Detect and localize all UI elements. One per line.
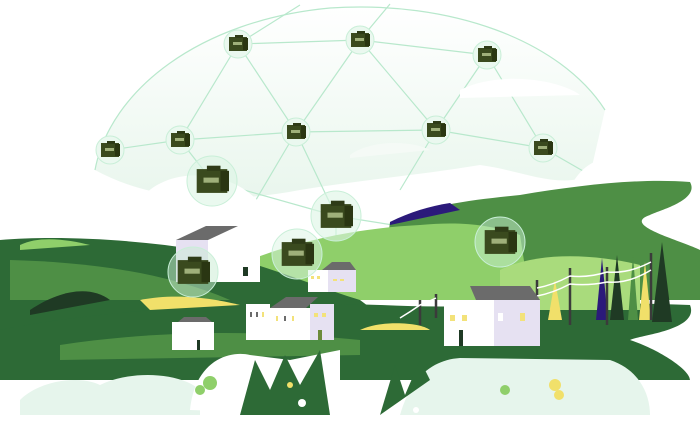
dome-meter-nodes <box>95 25 558 165</box>
trees <box>548 242 672 322</box>
house-mid-right <box>308 262 356 292</box>
house-right <box>444 286 540 346</box>
house-small-left <box>172 317 214 350</box>
power-lines <box>399 261 652 319</box>
house-meter-nodes <box>167 155 526 298</box>
foreground <box>20 350 650 415</box>
house-center <box>246 297 334 340</box>
